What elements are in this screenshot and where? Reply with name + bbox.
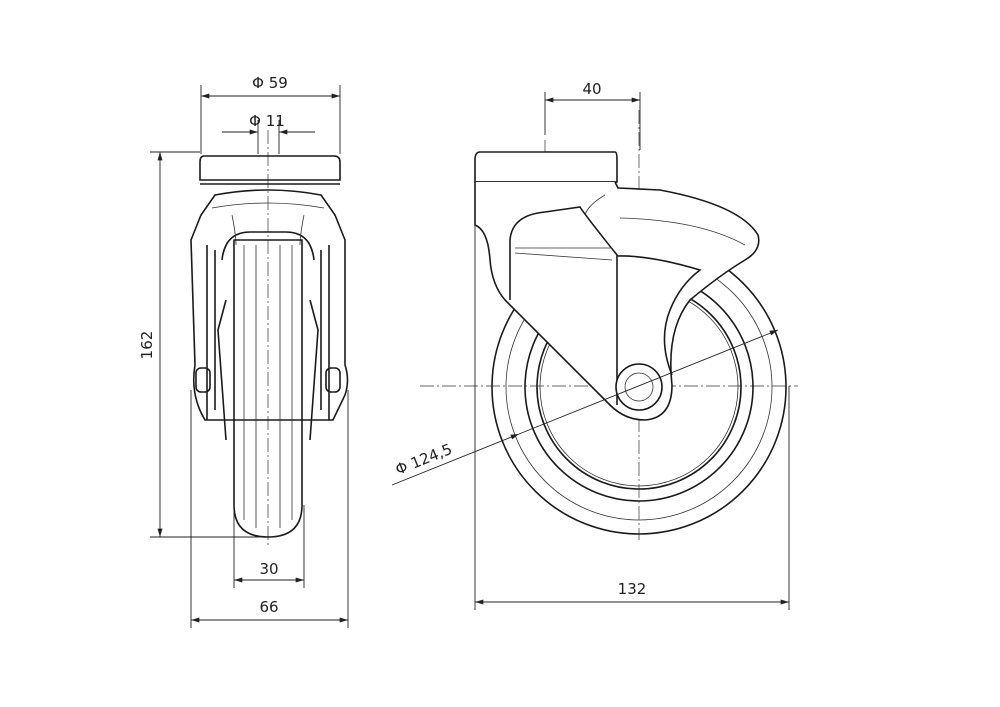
side-fork-leg (509, 206, 618, 405)
front-dimensions: Φ 59 Φ 11 162 30 66 (138, 74, 349, 628)
front-fork-legs (206, 245, 330, 420)
front-axle-left (195, 367, 211, 393)
front-top-plate (199, 155, 341, 181)
dim-label-width-66: 66 (259, 598, 278, 616)
dim-label-offset-40: 40 (582, 80, 601, 98)
side-axle (624, 372, 654, 402)
side-cover-edge (616, 255, 702, 376)
side-view (420, 110, 798, 540)
side-top-plate (474, 151, 618, 183)
dim-label-radius-132: 132 (618, 580, 647, 598)
front-axle-right (325, 367, 341, 393)
dim-label-diameter-124-5: Φ 124,5 (393, 440, 455, 479)
dim-label-width-30: 30 (259, 560, 278, 578)
front-view (190, 130, 349, 545)
front-wheel-tread-lines (243, 245, 293, 528)
front-hub-profile (217, 299, 319, 441)
side-hub (615, 363, 663, 411)
front-fork-detail (211, 202, 325, 246)
dim-line-diameter-124-5 (518, 329, 779, 435)
dim-label-diameter-59: Φ 59 (252, 74, 288, 92)
dim-label-diameter-11: Φ 11 (249, 112, 285, 130)
dim-label-height-162: 162 (138, 331, 156, 360)
front-fork (190, 189, 349, 421)
front-wheel (233, 239, 303, 538)
front-fork-arch (221, 231, 315, 261)
side-fork-detail (514, 194, 746, 261)
